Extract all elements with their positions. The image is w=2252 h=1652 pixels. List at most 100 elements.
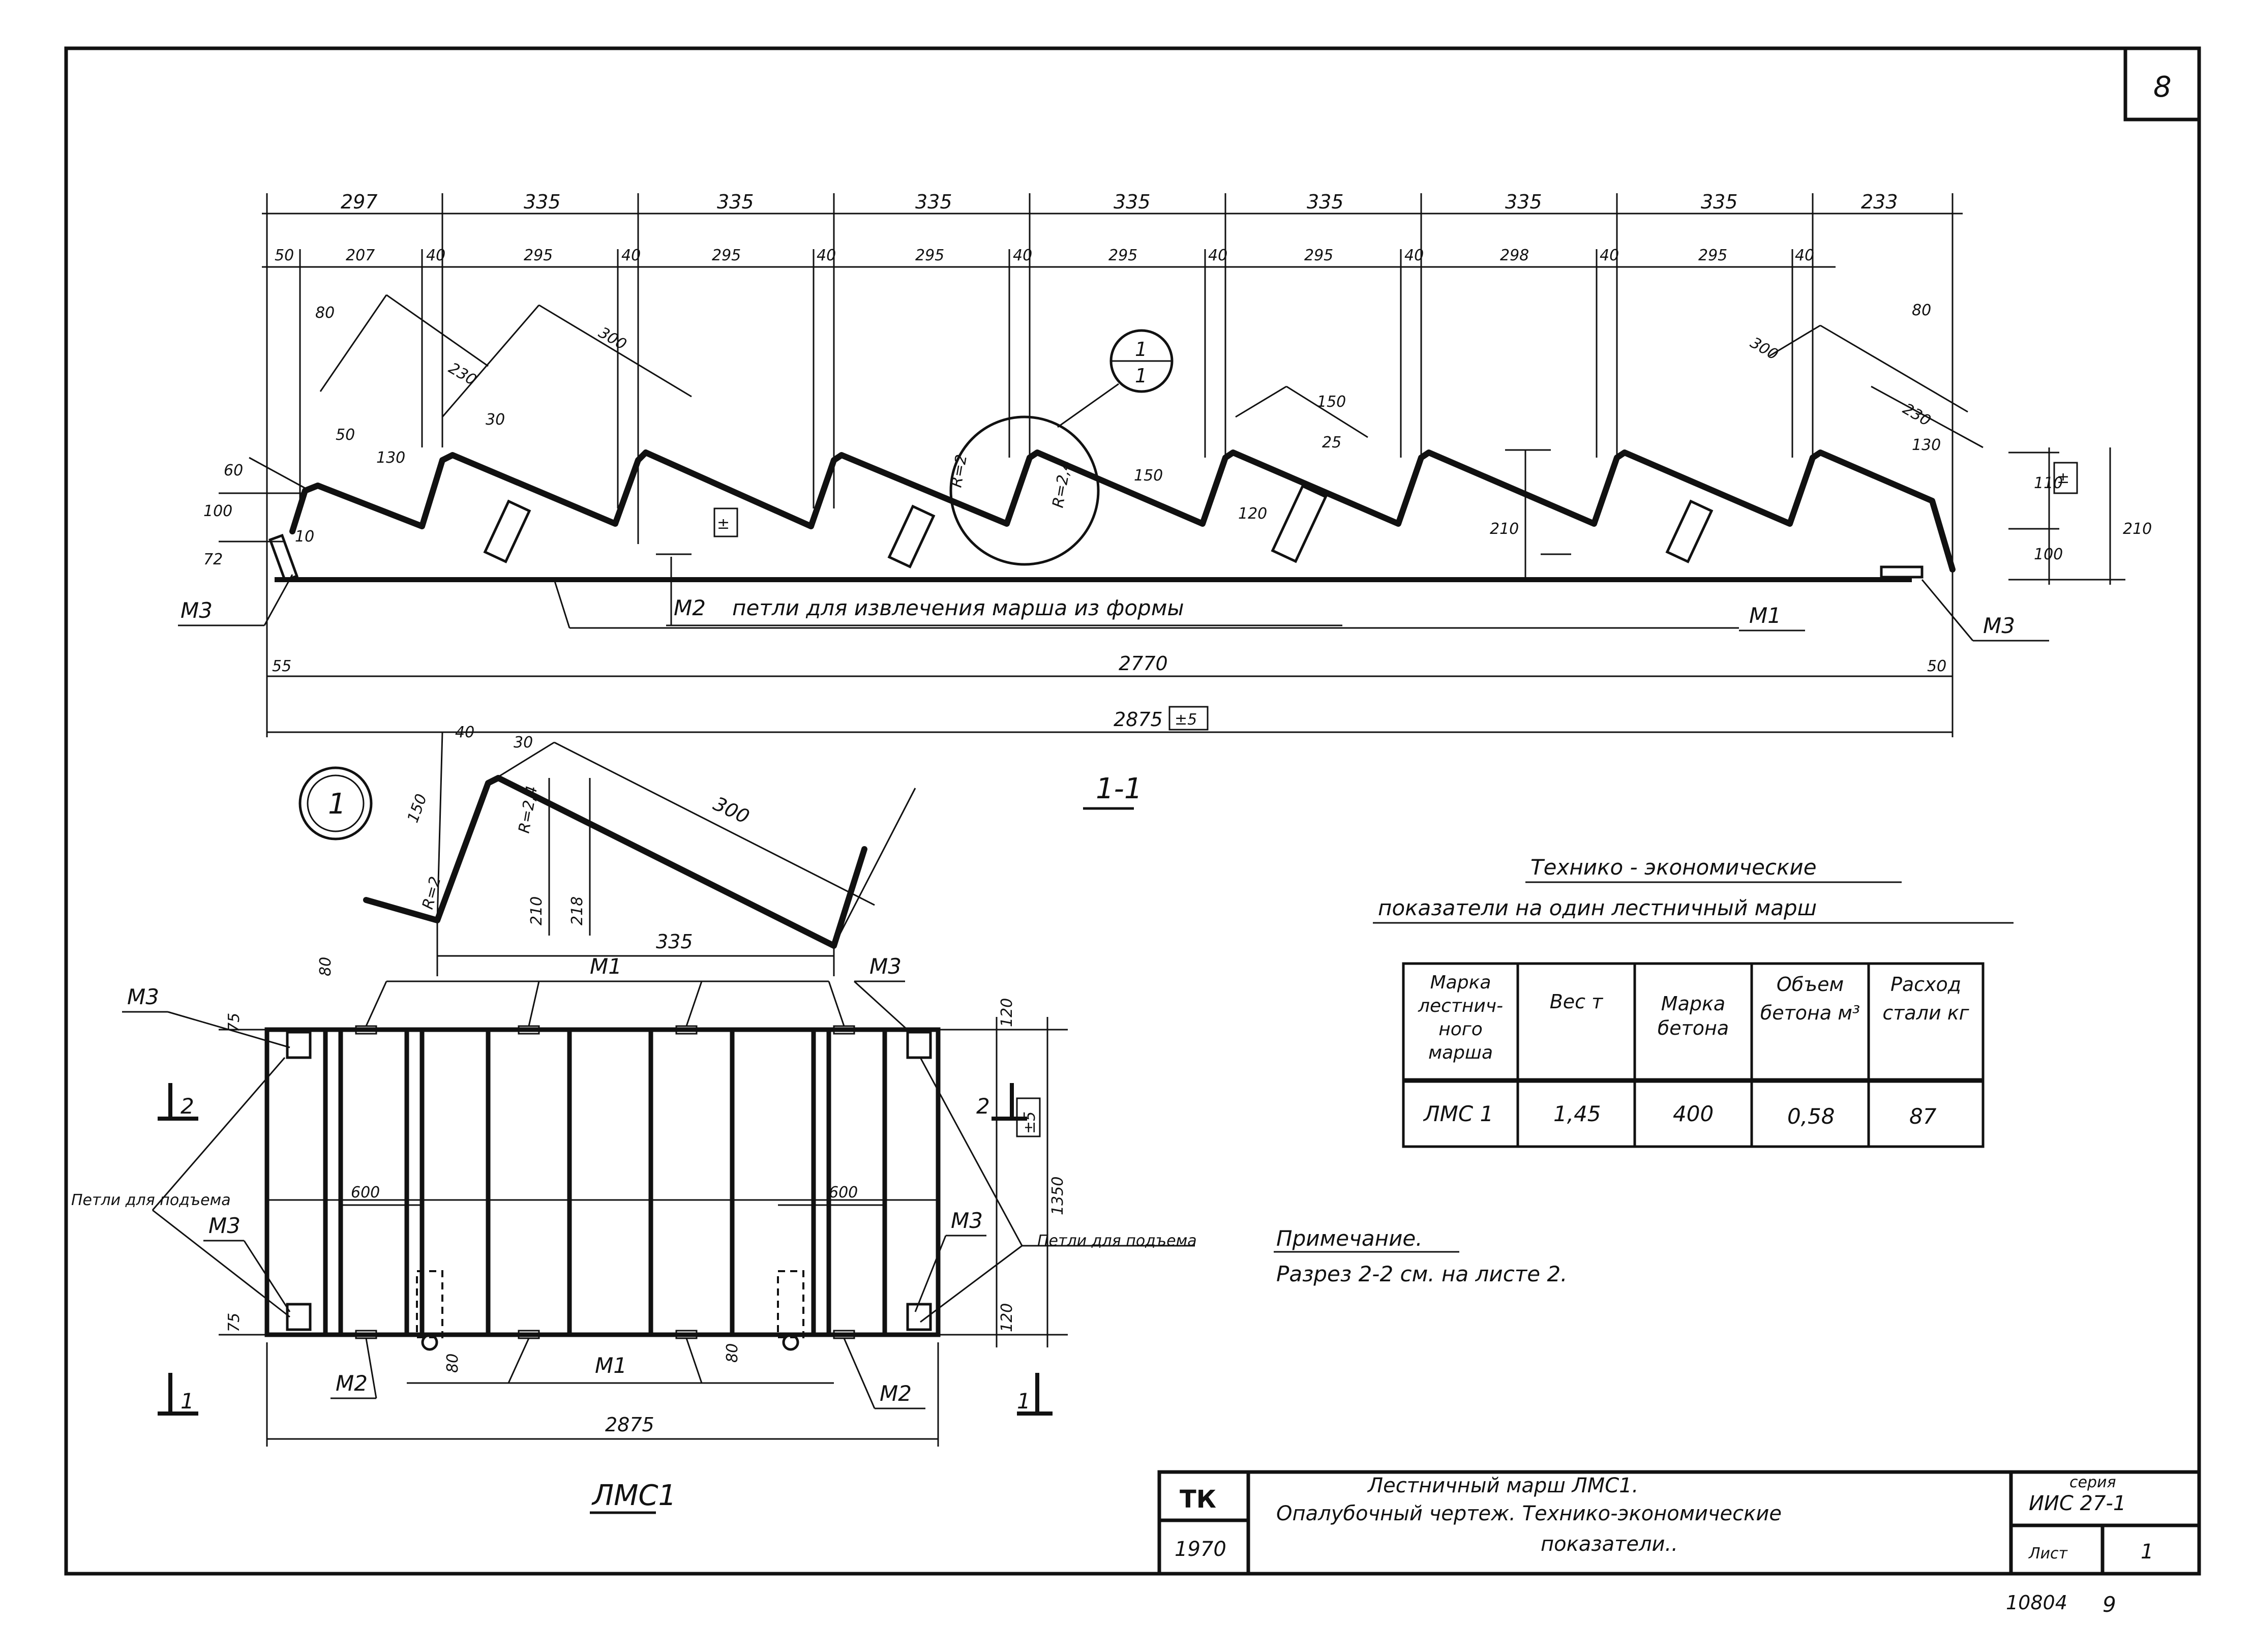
detail-dim-210: 210 [528, 896, 546, 925]
detail-dim-150: 150 [404, 792, 431, 825]
bottom-55: 55 [272, 657, 291, 675]
sub-dim-3: 295 [524, 247, 553, 264]
note-title: Примечание. [1276, 1226, 1423, 1251]
embed-plate-4 [1665, 499, 1714, 563]
sub-dim-12: 40 [1404, 247, 1424, 264]
tol-box-right [2053, 462, 2078, 494]
plan-m1-top: М1 [590, 954, 622, 979]
cut2-right: 2 [976, 1094, 990, 1119]
tol-right: ± [2057, 469, 2069, 487]
dim-210r: 210 [2123, 520, 2152, 538]
sub-dim-4: 40 [621, 247, 641, 264]
sub-dim-0: 50 [275, 247, 294, 264]
dim-25: 25 [1322, 434, 1341, 452]
label-m1: М1 [1749, 603, 1781, 628]
top-dim-4: 335 [1114, 191, 1151, 213]
plan-dim-75b: 75 [225, 1313, 243, 1332]
detail-1: 1 40 30 150 R=2 R=2,4 300 210 218 80 335 [298, 724, 916, 976]
callout-1-bot: 1 [1135, 365, 1147, 387]
top-dim-6: 335 [1505, 191, 1542, 213]
bottom-50: 50 [1927, 657, 1946, 675]
dim-300r: 300 [1747, 334, 1781, 364]
lifting-loop-left [416, 1270, 443, 1338]
sub-dim-13: 298 [1500, 247, 1529, 264]
callout-1-top: 1 [1135, 338, 1147, 361]
radius-r24: R=2,4 [1049, 459, 1075, 509]
dim-150: 150 [1134, 467, 1163, 485]
tech-cell-weight: 1,45 [1553, 1101, 1601, 1126]
dim-60: 60 [224, 462, 243, 479]
plan-dim-600a: 600 [351, 1184, 380, 1202]
embed-plate-2 [887, 504, 936, 568]
dim-110: 110 [2034, 474, 2063, 492]
plan-m3-mr: М3 [951, 1208, 983, 1233]
top-dim-7: 335 [1701, 191, 1738, 213]
radius-r2: R=2 [947, 453, 971, 489]
detail-1-label: 1 [328, 788, 346, 821]
bottom-2875: 2875 [1114, 708, 1163, 731]
sub-dim-7: 295 [915, 247, 944, 264]
plan-dim-2875: 2875 [605, 1414, 654, 1436]
detail-dim-r24: R=2,4 [515, 785, 541, 834]
dim-150b: 150 [1317, 393, 1346, 411]
dim-230: 230 [445, 359, 479, 389]
tol-box-left [713, 507, 738, 537]
top-dim-1: 335 [524, 191, 561, 213]
tech-header-steel: Расход стали кг [1882, 973, 1969, 1024]
loop-text: петли для извлечения марша из формы [732, 595, 1184, 620]
title-year: 1970 [1175, 1538, 1226, 1561]
sheet-label: Лист [2028, 1545, 2068, 1563]
title-block: ТК 1970 Лестничный марш ЛМС1. Опалубочны… [1157, 1470, 2201, 1576]
sub-dim-6: 40 [817, 247, 836, 264]
top-dim-3: 335 [915, 191, 952, 213]
section-1-1-label: 1-1 [1096, 772, 1142, 805]
embed-plate-1 [483, 499, 531, 563]
tech-table [1402, 962, 1985, 1148]
label-m2: М2 [674, 595, 706, 620]
plan-ribs [323, 1030, 887, 1335]
tech-cell-mark: ЛМС 1 [1423, 1101, 1493, 1126]
plan-lms1: М1 М3 М3 Петли для подъема М3 Петли для … [71, 954, 1197, 1514]
plan-title: ЛМС1 [591, 1479, 676, 1512]
plan-tol-box [1016, 1097, 1041, 1137]
top-dim-2: 335 [717, 191, 754, 213]
plan-outline [264, 1027, 941, 1337]
note-text: Разрез 2-2 см. на листе 2. [1276, 1261, 1568, 1286]
plan-dim-80a: 80 [444, 1354, 462, 1373]
label-m3-right: М3 [1983, 613, 2015, 638]
sub-dim-8: 40 [1013, 247, 1032, 264]
plan-m3-tl: М3 [127, 984, 159, 1009]
note: Примечание. Разрез 2-2 см. на листе 2. [1274, 1226, 1568, 1286]
sub-dim-2: 40 [426, 247, 445, 264]
tech-title-line1: Технико - экономические [1530, 855, 1817, 880]
bottom-2770: 2770 [1119, 652, 1168, 675]
dim-80: 80 [315, 304, 335, 322]
sub-dim-1: 207 [346, 247, 375, 264]
top-dim-8: 233 [1861, 191, 1898, 213]
title-line1: Лестничный марш ЛМС1. [1367, 1474, 1638, 1497]
detail-dim-40: 40 [455, 724, 474, 741]
sub-dim-11: 295 [1304, 247, 1333, 264]
dim-130r: 130 [1912, 436, 1941, 454]
cut2-left: 2 [181, 1094, 194, 1119]
bottom-tol-box [1168, 706, 1209, 731]
detail-dim-335: 335 [656, 930, 693, 953]
plan-loops-right: Петли для подъема [1037, 1232, 1197, 1250]
plan-dim-1350: 1350 [1049, 1177, 1067, 1215]
plan-dim-120b: 120 [998, 1303, 1016, 1332]
stair-profile [289, 449, 1956, 573]
dim-100r: 100 [2034, 546, 2063, 563]
top-dim-5: 335 [1307, 191, 1344, 213]
plan-m2-l: М2 [336, 1371, 368, 1396]
sub-dim-9: 295 [1108, 247, 1137, 264]
tech-economic-section: Технико - экономические показатели на од… [1373, 855, 2014, 1148]
plan-m3-tr: М3 [869, 954, 902, 979]
dim-50: 50 [336, 426, 355, 444]
tech-header-weight: Вес т [1549, 990, 1603, 1013]
plan-tol: ±5 [1021, 1112, 1039, 1134]
plan-dim-120a: 120 [998, 998, 1016, 1027]
bottom-tol: ±5 [1175, 711, 1197, 729]
dim-30: 30 [486, 411, 505, 429]
dim-130: 130 [376, 449, 405, 467]
title-line2: Опалубочный чертеж. Технико-экономически… [1276, 1502, 1782, 1525]
